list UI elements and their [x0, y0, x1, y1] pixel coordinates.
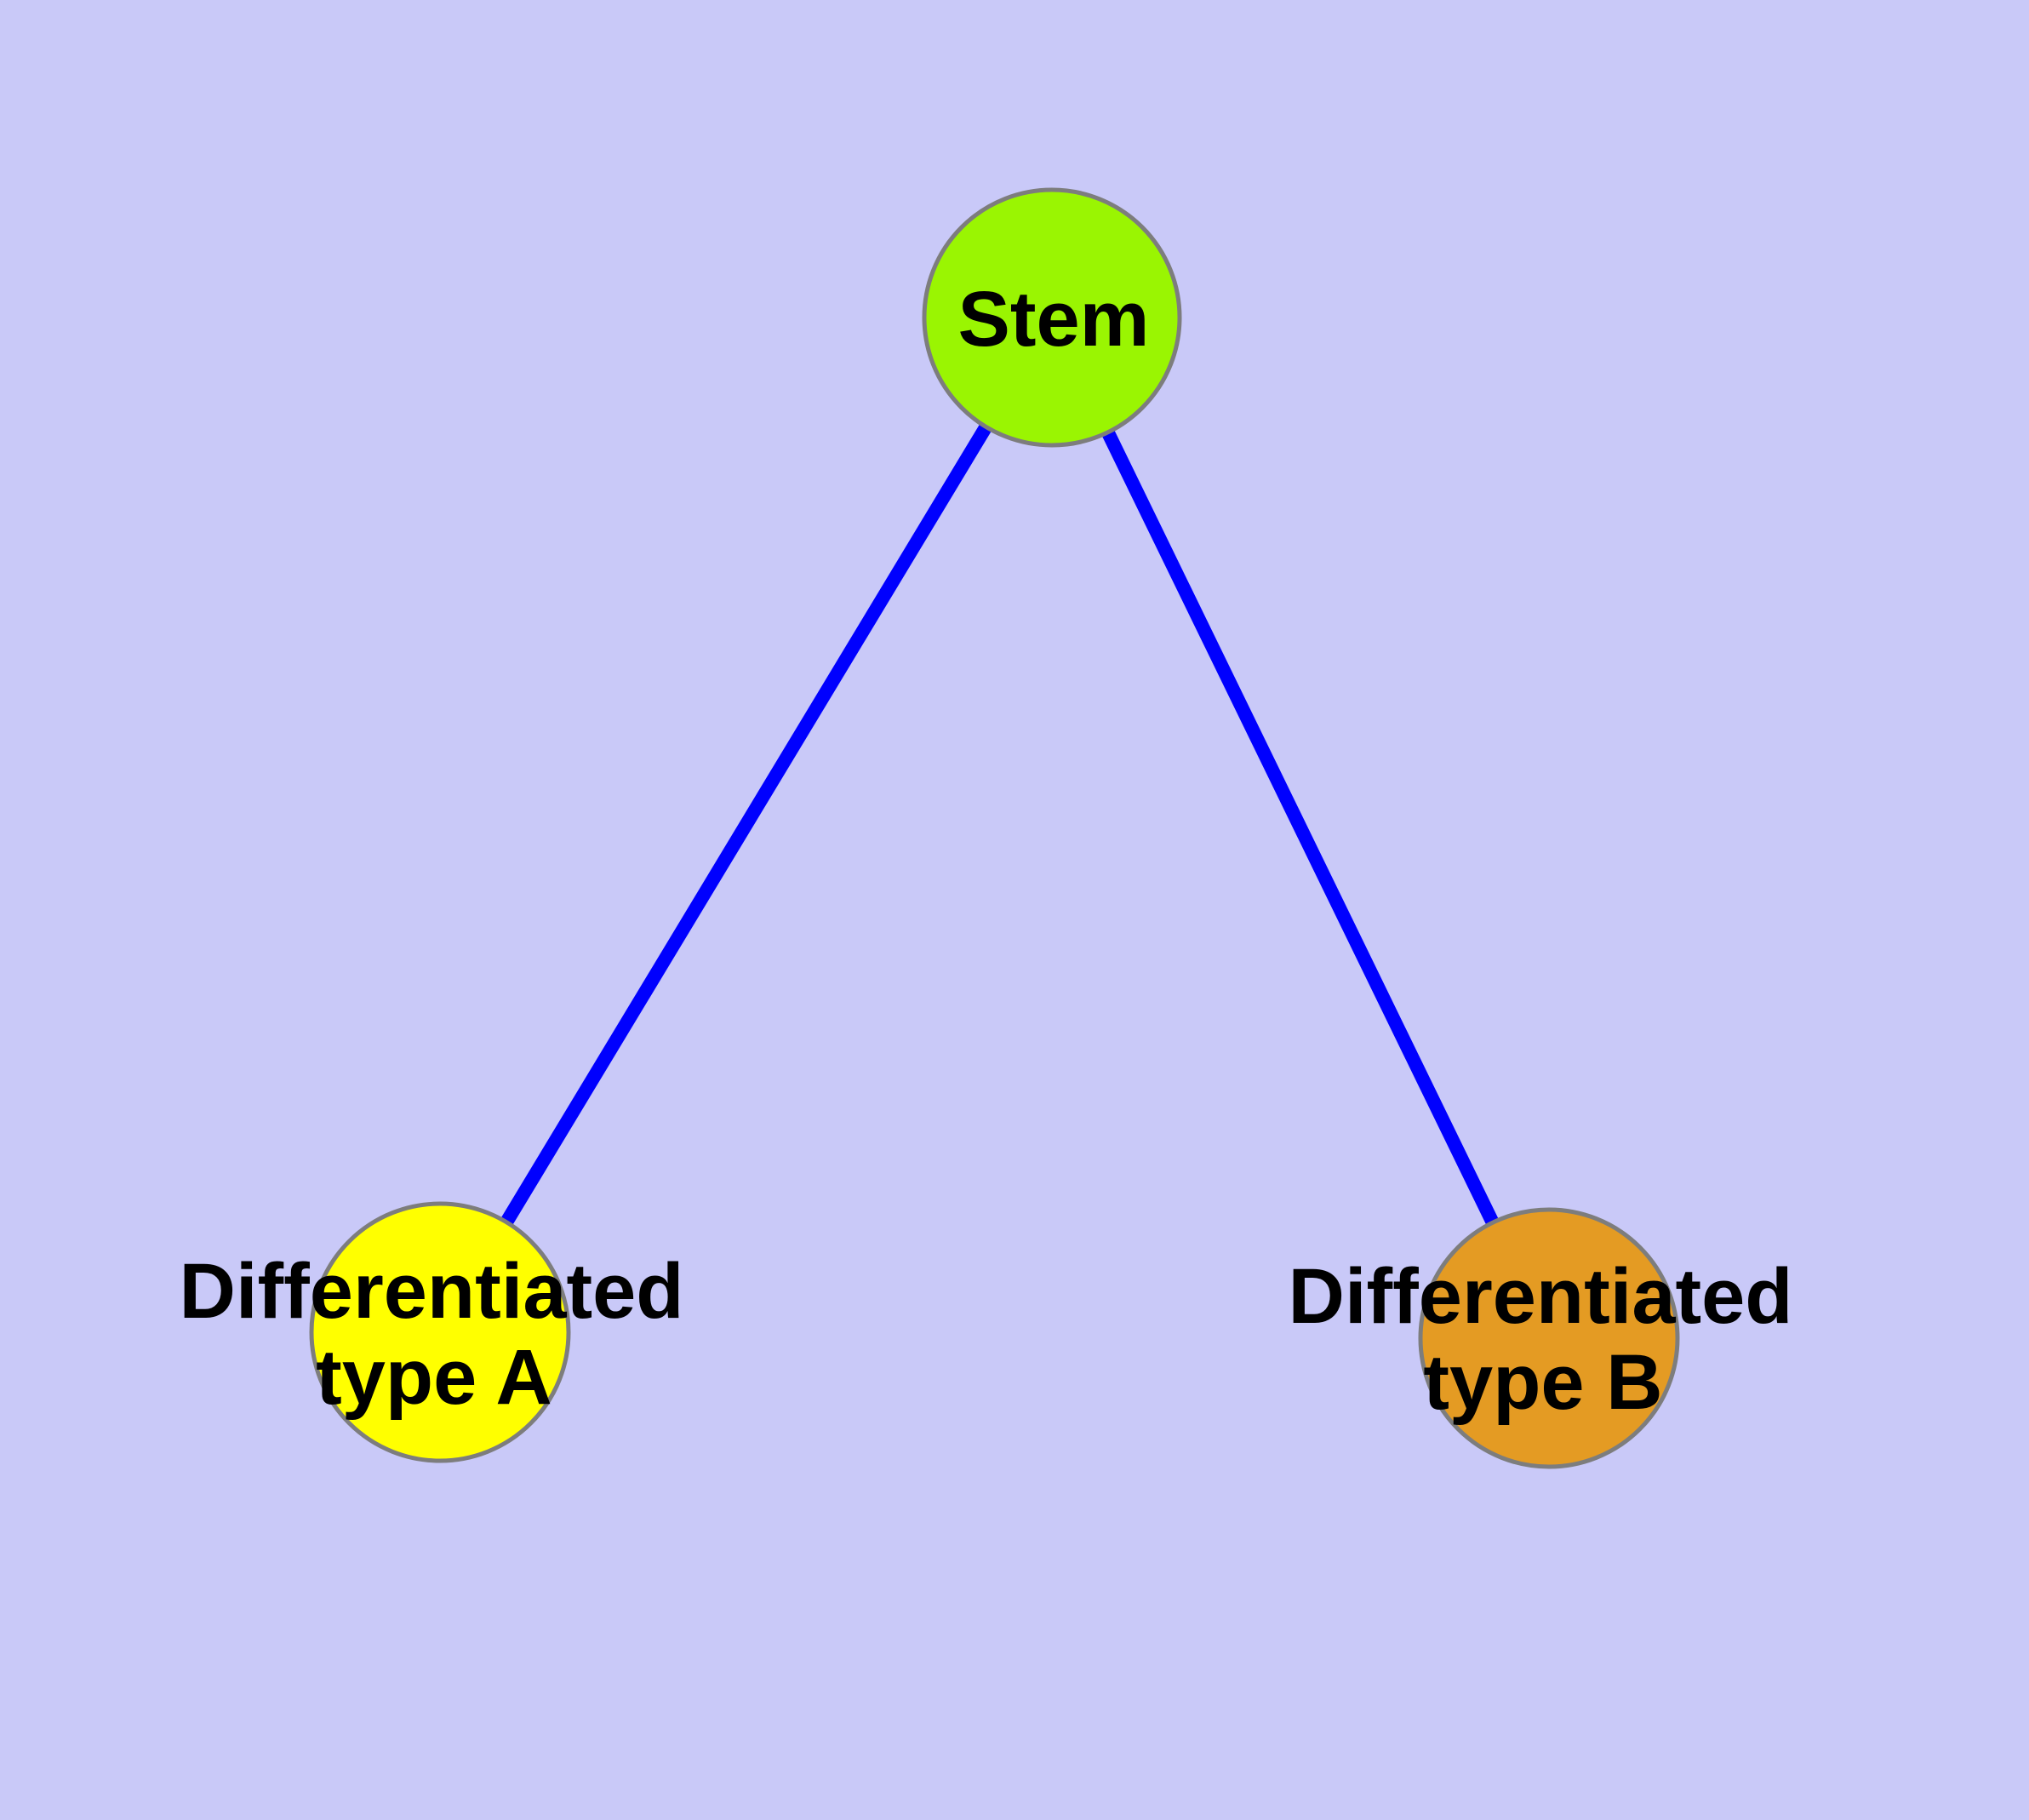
node-stem: Stem [922, 187, 1182, 448]
node-type-a-label-line1: Differentiated [180, 1248, 684, 1335]
edge-stem-to-type-a [433, 311, 1059, 1339]
edge-stem-to-type-b [1045, 311, 1556, 1345]
node-type-a-label-line2: type A [316, 1334, 552, 1421]
node-differentiated-type-a: Differentiated type A [180, 1201, 684, 1463]
edge-group [433, 311, 1556, 1345]
node-stem-label: Stem [958, 276, 1150, 363]
node-stem-circle [922, 187, 1182, 448]
node-type-b-label-line2: type B [1423, 1339, 1662, 1426]
node-type-b-label-line1: Differentiated [1289, 1253, 1793, 1340]
node-differentiated-type-b: Differentiated type B [1289, 1207, 1793, 1469]
node-type-a-circle [309, 1201, 571, 1463]
node-type-b-circle [1418, 1207, 1680, 1469]
